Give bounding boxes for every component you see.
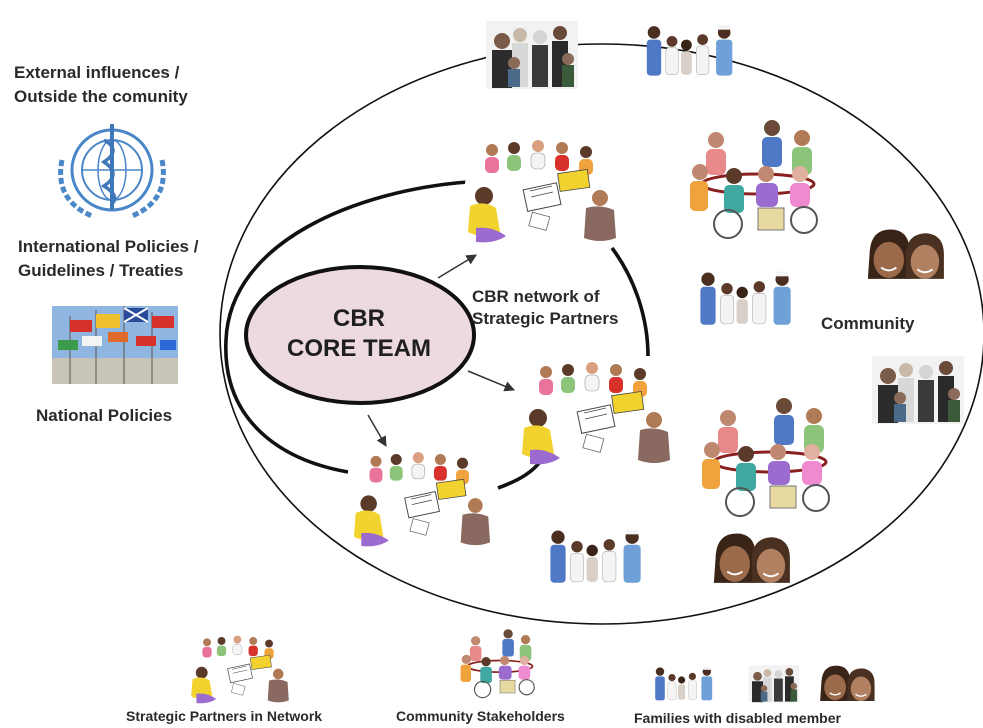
core-line1: CBR <box>333 305 385 332</box>
network-arc-left <box>224 180 469 474</box>
national-policies-label: National Policies <box>36 406 173 425</box>
core-line2: CORE TEAM <box>287 335 431 362</box>
legend-faces-image <box>819 664 876 702</box>
core-team-ellipse <box>244 265 476 405</box>
arrow-to-partners-top <box>437 254 477 279</box>
health-workers-image-top <box>646 24 733 77</box>
external-heading: External influences / Outside the comuni… <box>14 61 188 109</box>
network-label: CBR network of Strategic Partners <box>472 286 618 330</box>
community-stakeholders-image-mid <box>700 396 831 518</box>
arrow-to-partners-right <box>467 370 515 392</box>
external-heading-line1: External influences / <box>14 63 180 82</box>
network-arc-bottom <box>497 460 542 490</box>
health-workers-image-mid <box>699 271 792 326</box>
family-image-top <box>486 21 578 89</box>
international-line2: Guidelines / Treaties <box>18 261 184 280</box>
international-line1: International Policies / <box>18 237 199 256</box>
faces-image-top <box>866 228 945 280</box>
legend-stakeholders-label: Community Stakeholders <box>396 708 565 724</box>
network-arc-right <box>610 246 650 357</box>
legend-partners-image <box>188 631 292 709</box>
legend-stakeholders-image <box>459 628 536 699</box>
who-emblem-icon <box>58 124 166 219</box>
legend-family-image <box>748 665 800 703</box>
community-boundary <box>219 43 983 625</box>
legend-partners-label: Strategic Partners in Network <box>126 708 323 724</box>
partners-meeting-image-top <box>463 133 621 251</box>
external-heading-line2: Outside the comunity <box>14 87 188 106</box>
faces-image-bottom <box>712 532 791 584</box>
legend-workers-image <box>654 666 713 701</box>
health-workers-image-bottom <box>549 529 642 584</box>
international-policies-label: International Policies / Guidelines / Tr… <box>18 235 198 283</box>
community-label: Community <box>821 314 915 333</box>
arrow-to-partners-bottom <box>367 414 387 447</box>
core-team-label: CBR CORE TEAM <box>246 304 472 436</box>
partners-meeting-image-right <box>517 355 675 473</box>
legend-families-label: Families with disabled member <box>634 710 841 726</box>
network-line1: CBR network of <box>472 287 600 306</box>
flags-photo-icon <box>52 306 178 384</box>
community-stakeholders-image-top <box>688 118 819 240</box>
partners-meeting-image-bottom <box>349 446 495 554</box>
network-line2: Strategic Partners <box>472 309 619 328</box>
family-image-right <box>872 356 964 424</box>
